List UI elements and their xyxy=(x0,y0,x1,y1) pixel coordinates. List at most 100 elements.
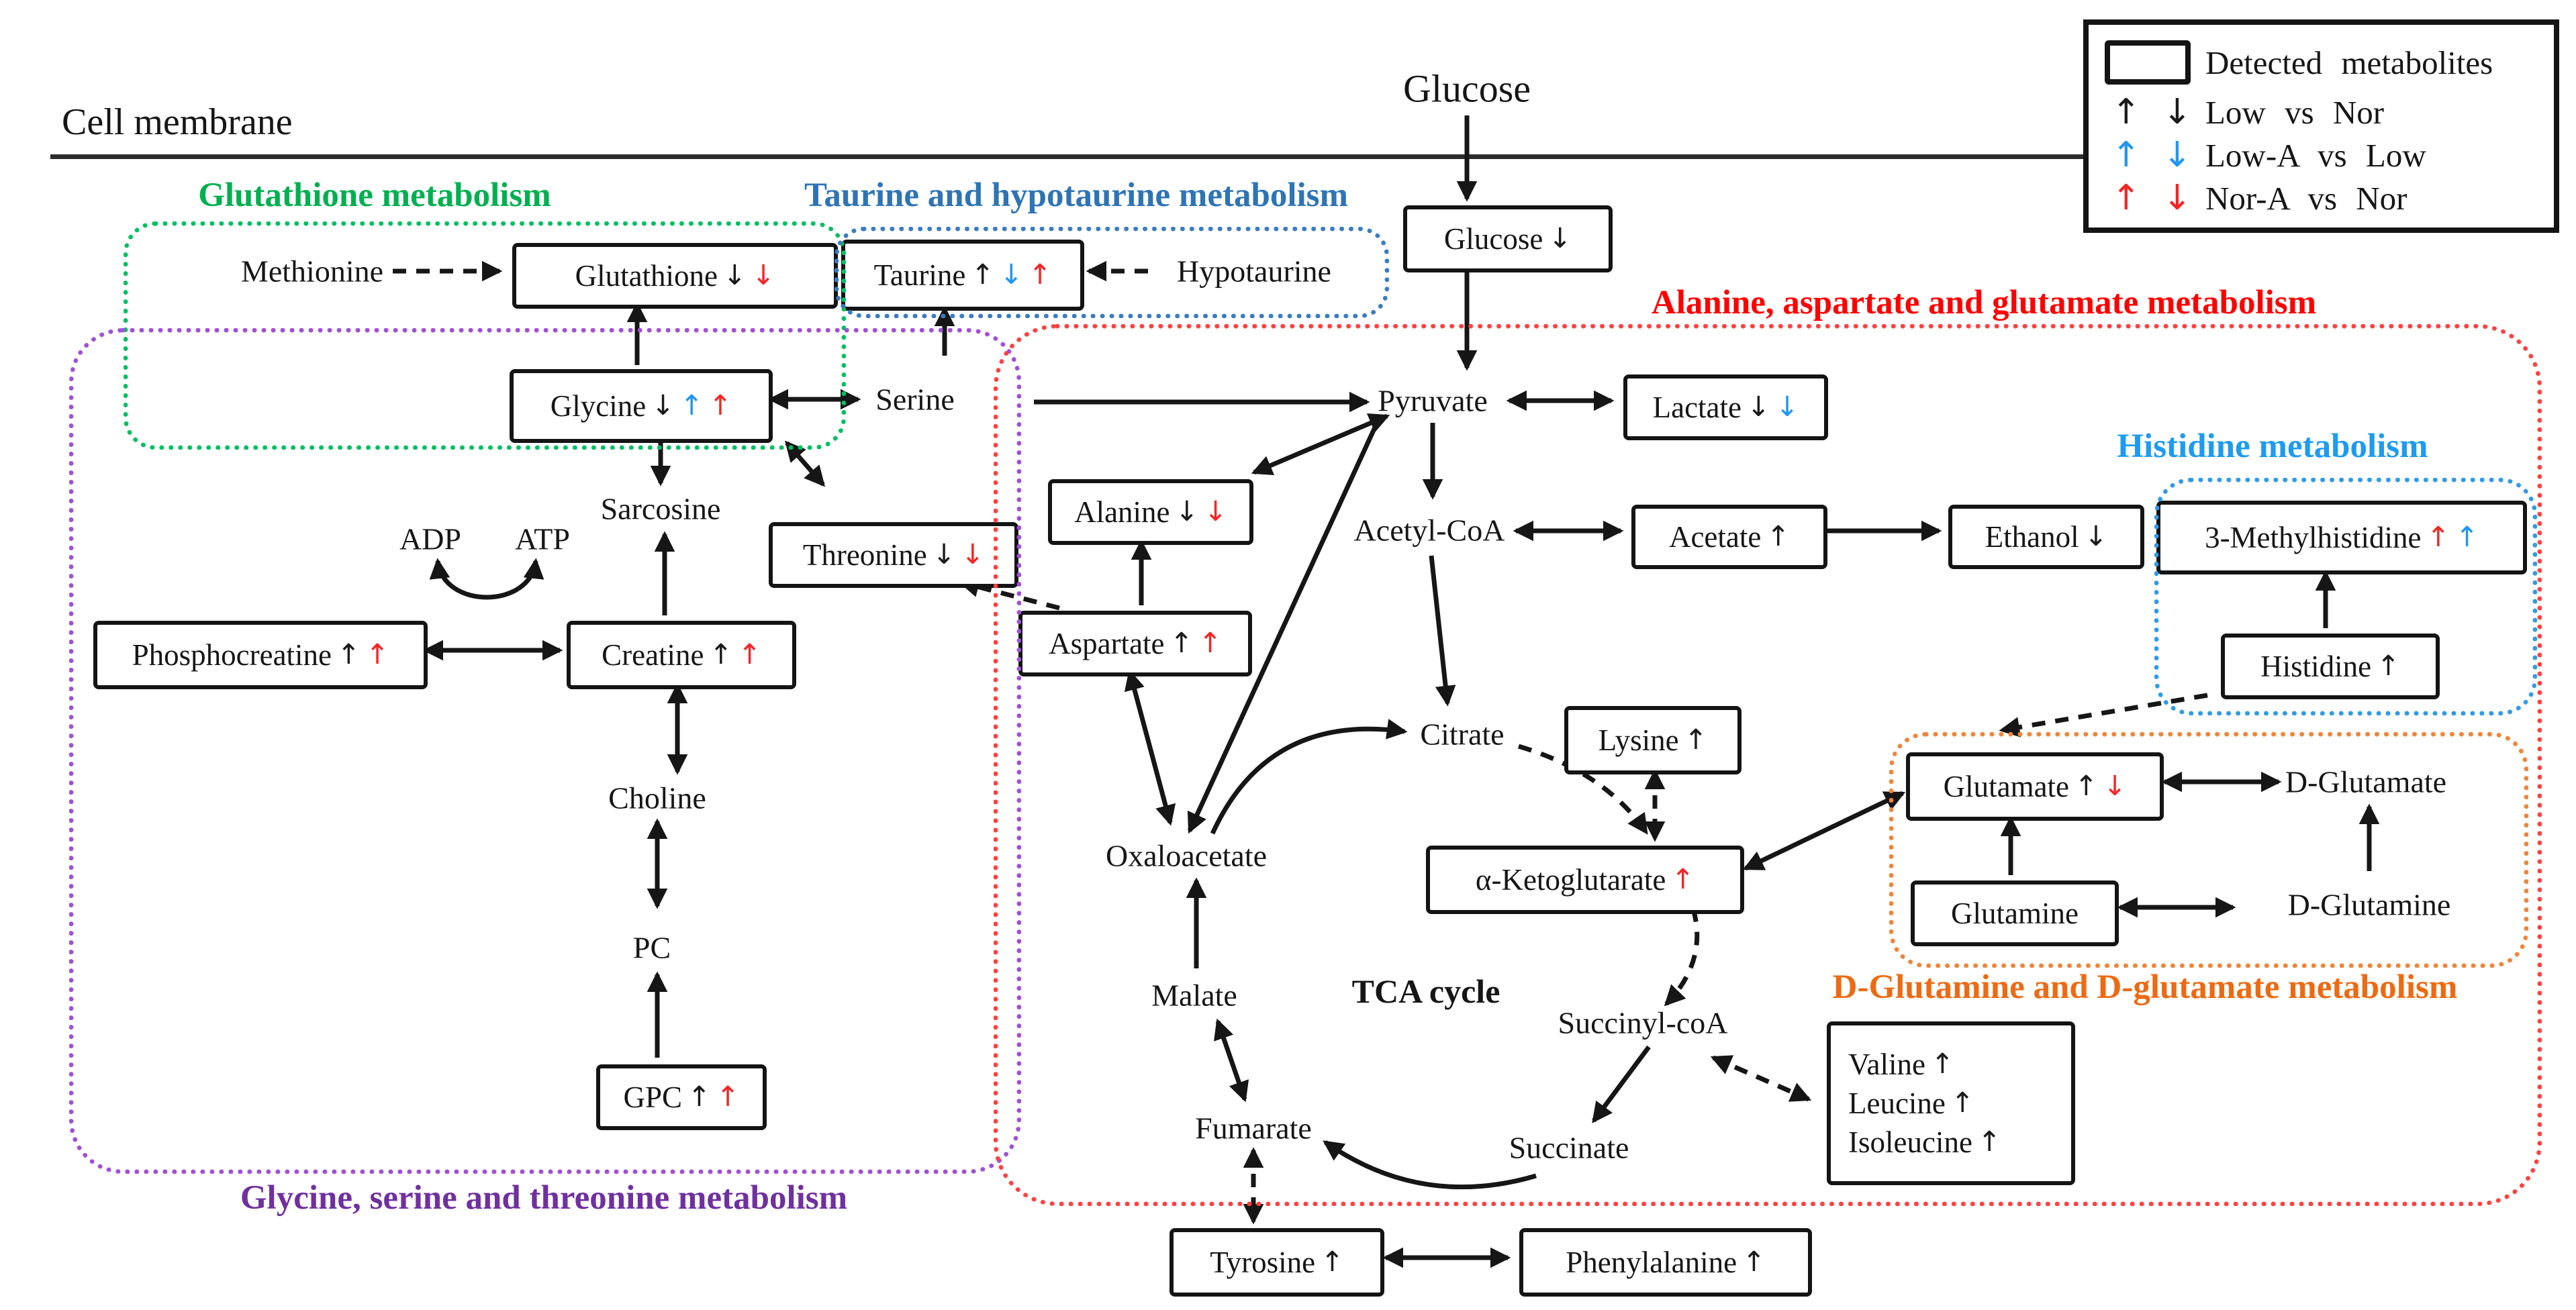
arrow xyxy=(1124,669,1176,826)
node-taurine: Taurine↑↓↑ xyxy=(841,240,1084,311)
arrow xyxy=(1323,1140,1537,1190)
up-arrow-black-icon: ↑ xyxy=(337,638,361,671)
node-label: Taurine xyxy=(873,258,966,292)
arrow xyxy=(1742,791,1906,871)
node-methylhistidine: 3-Methylhistidine↑↑ xyxy=(2156,501,2527,574)
node-fumarate: Fumarate xyxy=(1195,1111,1312,1146)
legend-row: ↑ ↓Nor-A vs Nor xyxy=(2105,177,2554,219)
node-label: Oxaloacetate xyxy=(1105,838,1268,873)
node-label: Succinate xyxy=(1509,1130,1629,1165)
up-arrow-red-icon: ↑ xyxy=(1198,627,1222,660)
node-histidine: Histidine↑ xyxy=(2221,634,2440,699)
node-serine: Serine xyxy=(875,382,955,417)
node-label: Malate xyxy=(1151,978,1237,1013)
node-dglutamate: D-Glutamate xyxy=(2285,764,2446,800)
down-arrow-red-icon: ↓ xyxy=(961,538,985,571)
up-arrow-black-icon: ↑ xyxy=(1950,1087,1974,1119)
node-label: Tyrosine xyxy=(1210,1246,1316,1279)
arrow xyxy=(1592,1045,1651,1123)
node-label: Sarcosine xyxy=(600,491,721,526)
arrow xyxy=(1429,555,1456,707)
node-adp: ADP xyxy=(399,521,461,557)
up-arrow-black-icon: ↑ xyxy=(1766,520,1791,553)
node-label: D-Glutamine xyxy=(2287,887,2451,922)
dashed-arrow xyxy=(1710,1055,1812,1102)
node-label: ADP xyxy=(399,521,462,556)
node-label: Acetate xyxy=(1668,520,1762,554)
legend-title: Detected metabolites xyxy=(2205,44,2493,81)
node-label: Leucine xyxy=(1848,1087,1946,1120)
node-glycine: Glycine↓↑↑ xyxy=(510,369,773,443)
up-arrow-black-icon: ↑ xyxy=(687,1080,711,1113)
cell-membrane-label: Cell membrane xyxy=(62,101,293,143)
dashed-arrow xyxy=(1664,908,1700,1007)
node-phosphocreatine: Phosphocreatine↑↑ xyxy=(93,621,428,689)
arrow xyxy=(1210,719,1408,835)
node-citrate: Citrate xyxy=(1420,717,1504,752)
node-label: Methionine xyxy=(240,254,384,289)
legend-row: ↑ ↓Low vs Nor xyxy=(2105,91,2554,134)
node-label: Glutathione xyxy=(575,259,718,293)
node-tyrosine: Tyrosine↑ xyxy=(1170,1228,1384,1297)
node-choline: Choline xyxy=(608,780,706,816)
node-glucose_box: Glucose↓ xyxy=(1403,205,1613,272)
node-lactate: Lactate↓↓ xyxy=(1623,374,1828,440)
node-label: Phenylalanine xyxy=(1566,1246,1737,1279)
up-arrow-red-icon: ↑ xyxy=(2426,521,2450,554)
node-label: Threonine xyxy=(802,538,927,572)
dashed-arrow xyxy=(1518,744,1648,835)
legend-row-label: Low-A vs Low xyxy=(2205,136,2426,174)
node-label: Pyruvate xyxy=(1378,383,1488,418)
down-arrow-red-icon: ↓ xyxy=(751,259,775,292)
node-valine: Valine↑Leucine↑Isoleucine↑ xyxy=(1827,1021,2075,1185)
node-label: Fumarate xyxy=(1195,1111,1312,1146)
legend-row-label: Low vs Nor xyxy=(2205,93,2385,131)
alanine-aspartate-glutamate-region-title: Alanine, aspartate and glutamate metabol… xyxy=(1651,284,2317,321)
down-arrow-red-icon: ↓ xyxy=(1204,495,1227,528)
node-acetylcoa: Acetyl-CoA xyxy=(1354,513,1505,548)
node-label: ATP xyxy=(515,521,570,556)
up-arrow-black-icon: ↑ xyxy=(1684,723,1708,756)
node-label: Choline xyxy=(608,780,706,815)
up-arrow-blue-icon: ↑ xyxy=(679,389,704,422)
down-arrow-black-icon: ↓ xyxy=(1548,222,1572,255)
node-label: Creatine xyxy=(602,638,704,672)
legend: Detected metabolites ↑ ↓Low vs Nor↑ ↓Low… xyxy=(2083,19,2559,233)
up-arrow-black-icon: ↑ xyxy=(1742,1246,1766,1278)
arrow xyxy=(1213,1018,1249,1103)
dashed-arrow xyxy=(958,576,1060,611)
arrow xyxy=(1187,420,1380,834)
node-pyruvate: Pyruvate xyxy=(1378,383,1488,419)
node-label: Alanine xyxy=(1074,495,1170,529)
down-arrow-blue-icon: ↓ xyxy=(1775,391,1799,423)
node-label: Glutamate xyxy=(1943,770,2070,803)
legend-title-row: Detected metabolites xyxy=(2105,34,2554,91)
node-label: PC xyxy=(632,930,671,965)
node-methionine: Methionine xyxy=(241,254,383,289)
up-arrow-black-icon: ↑ xyxy=(2377,650,2400,683)
glycine-serine-threonine-region-title: Glycine, serine and threonine metabolism xyxy=(240,1179,848,1217)
down-arrow-blue-icon: ↓ xyxy=(1000,258,1023,291)
node-label: Glycine xyxy=(550,389,647,423)
up-arrow-black-icon: ↑ xyxy=(1170,627,1194,660)
node-label: Succinyl-coA xyxy=(1558,1005,1728,1040)
down-arrow-black-icon: ↓ xyxy=(651,389,675,422)
up-arrow-black-icon: ↑ xyxy=(1930,1048,1954,1080)
node-label: Phosphocreatine xyxy=(132,638,332,672)
down-arrow-black-icon: ↓ xyxy=(1175,495,1199,528)
node-atp: ATP xyxy=(515,521,570,557)
node-glucose_top: Glucose xyxy=(1403,66,1531,111)
legend-row-label: Nor-A vs Nor xyxy=(2205,179,2407,217)
d-glutamine-d-glutamate-region-title: D-Glutamine and D-glutamate metabolism xyxy=(1832,968,2458,1006)
node-label: Valine xyxy=(1848,1048,1925,1081)
node-creatine: Creatine↑↑ xyxy=(567,621,796,689)
up-arrow-red-icon: ↑ xyxy=(716,1080,740,1113)
node-label: Lactate xyxy=(1652,391,1742,424)
node-label: Glucose xyxy=(1443,222,1543,256)
up-arrow-red-icon: ↑ xyxy=(365,638,389,671)
node-label: Isoleucine xyxy=(1848,1125,1972,1159)
node-malate: Malate xyxy=(1151,978,1237,1013)
up-arrow-red-icon: ↑ xyxy=(708,389,732,422)
